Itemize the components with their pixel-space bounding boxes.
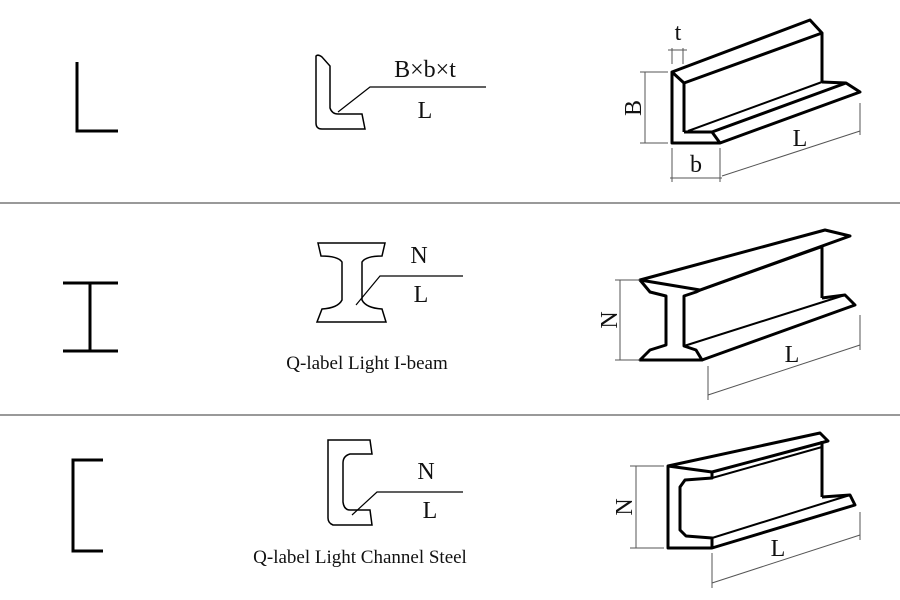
i-beam-symbol [63,281,118,353]
i-beam-dim-label-L: L [785,342,800,368]
channel-marking-size: N [417,459,434,485]
angle-symbol [75,62,118,133]
angle-marking-length: L [418,98,433,124]
dim-label-b: b [690,152,702,178]
channel-caption: Q-label Light Channel Steel [253,547,467,568]
channel-dimension-lines [630,465,861,588]
angle-dimension-lines [640,48,861,182]
i-beam-marking-length: L [414,282,429,308]
dim-label-t: t [675,20,682,46]
channel-3d-drawing [666,431,857,550]
angle-3d-drawing [670,18,862,145]
channel-dim-label-L: L [771,536,786,562]
i-beam-section-marking [315,242,463,323]
i-beam-3d-drawing [638,228,857,362]
channel-symbol [71,458,103,553]
dim-label-L: L [793,126,808,152]
channel-marking-length: L [423,498,438,524]
i-beam-caption: Q-label Light I-beam [286,353,448,374]
i-beam-dim-label-N: N [597,311,623,328]
i-beam-marking-size: N [410,243,427,269]
angle-marking-size: B×b×t [394,57,456,83]
i-beam-dimension-lines [615,279,861,400]
channel-section-marking [327,439,463,526]
angle-section-marking [315,54,486,130]
dim-label-B: B [621,100,647,116]
channel-dim-label-N: N [612,498,638,515]
